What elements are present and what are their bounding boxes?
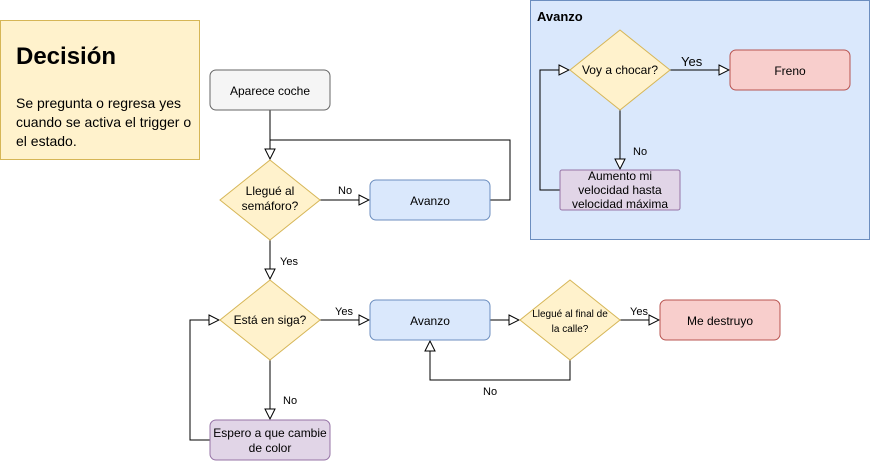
node-freno: Freno xyxy=(729,49,851,91)
edge-label-yes-siga: Yes xyxy=(335,306,353,318)
note-body: Se pregunta o regresa yes cuando se acti… xyxy=(16,95,192,149)
node-aparece-coche: Aparece coche xyxy=(209,69,331,111)
edge-aumento-loop-back xyxy=(539,70,569,191)
edge-avanzo-loop-back xyxy=(270,139,511,201)
node-aparece-label: Aparece coche xyxy=(230,84,310,98)
node-voy-a-chocar: Voy a chocar? xyxy=(569,29,671,111)
note-title: Decisión xyxy=(16,43,117,70)
edge-label-yes-chocar: Yes xyxy=(681,54,703,69)
node-avanzo-top: Avanzo xyxy=(369,179,491,221)
edge-label-yes-semaforo: Yes xyxy=(280,256,298,268)
node-llegue-semaforo: Llegué al semáforo? xyxy=(219,159,321,241)
node-aumento-velocidad: Aumento mi velocidad hasta velocidad máx… xyxy=(559,169,681,211)
edge-label-no-final: No xyxy=(483,386,497,398)
node-final-line1: Llegué al final de xyxy=(532,309,608,320)
node-esta-en-siga: Está en siga? xyxy=(219,279,321,361)
node-final-calle: Llegué al final de la calle? xyxy=(519,279,621,361)
node-final-line2: la calle? xyxy=(552,324,589,335)
node-espero-line1: Espero a que cambie xyxy=(213,426,327,440)
node-aumento-line2: velocidad hasta xyxy=(578,183,662,197)
node-semaforo-line2: semáforo? xyxy=(242,199,299,213)
node-chocar-label: Voy a chocar? xyxy=(582,63,658,77)
node-avanzo-top-label: Avanzo xyxy=(410,194,450,208)
node-espero-line2: de color xyxy=(249,441,292,455)
node-espero-color: Espero a que cambie de color xyxy=(209,419,331,461)
group-title: Avanzo xyxy=(537,9,583,24)
node-semaforo-line1: Llegué al xyxy=(246,184,295,198)
node-aumento-line3: velocidad máxima xyxy=(572,197,668,211)
node-me-destruyo: Me destruyo xyxy=(659,299,781,341)
node-destruyo-label: Me destruyo xyxy=(687,314,753,328)
edge-label-yes-final: Yes xyxy=(630,306,648,318)
edge-espero-loop-back xyxy=(189,320,219,441)
edge-final-loop-back xyxy=(430,341,571,381)
node-freno-label: Freno xyxy=(774,64,806,78)
node-aumento-line1: Aumento mi xyxy=(588,169,652,183)
edge-label-no-chocar: No xyxy=(633,146,647,158)
node-avanzo-middle: Avanzo xyxy=(369,299,491,341)
node-avanzo-middle-label: Avanzo xyxy=(410,314,450,328)
edge-label-no-siga: No xyxy=(283,395,297,407)
edge-label-no-semaforo: No xyxy=(338,185,352,197)
decision-note: Decisión Se pregunta o regresa yes cuand… xyxy=(0,20,200,160)
node-siga-label: Está en siga? xyxy=(234,313,307,327)
